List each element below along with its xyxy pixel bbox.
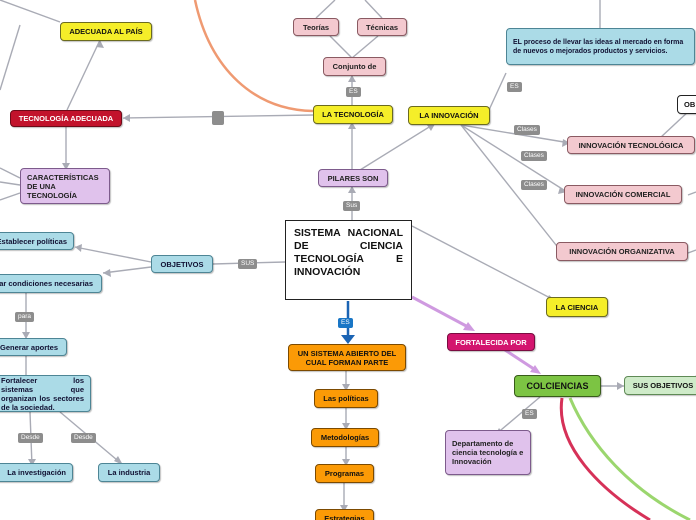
node-estrategias[interactable]: Estrategias xyxy=(315,509,374,520)
node-programas[interactable]: Programas xyxy=(315,464,374,483)
node-teorias[interactable]: Teorías xyxy=(293,18,339,36)
connector-label-clases-tecnologica: Clases xyxy=(514,125,540,135)
node-tecnicas[interactable]: Técnicas xyxy=(357,18,407,36)
node-conjunto-de[interactable]: Conjunto de xyxy=(323,57,386,76)
connector-label-empty xyxy=(212,111,224,125)
central-topic[interactable]: SISTEMA NACIONAL DE CIENCIA TECNOLOGÍA E… xyxy=(285,220,412,300)
node-innovacion-organizativa[interactable]: INNOVACIÓN ORGANIZATIVA xyxy=(556,242,688,261)
node-colciencias[interactable]: COLCIENCIAS xyxy=(514,375,601,397)
node-fortalecer-sistemas[interactable]: Fortalecer los sistemas que organizan lo… xyxy=(0,375,91,412)
node-ob[interactable]: OB xyxy=(677,95,696,114)
connector-label-desde-industria: Desde xyxy=(71,433,96,443)
connector-label-es-central: ES xyxy=(338,318,353,328)
node-la-investigacion[interactable]: La investigación xyxy=(0,463,73,482)
connector-label-es-innovacion: ES xyxy=(507,82,522,92)
node-departamento[interactable]: Departamento de ciencia tecnología e Inn… xyxy=(445,430,531,475)
connector-label-clases-organizativa: Clases xyxy=(521,180,547,190)
node-las-politicas[interactable]: Las políticas xyxy=(314,389,378,408)
node-la-tecnologia[interactable]: LA TECNOLOGÍA xyxy=(313,105,393,124)
node-proceso-innovacion[interactable]: EL proceso de llevar las ideas al mercad… xyxy=(506,28,695,65)
node-establecer-politicas[interactable]: Establecer políticas xyxy=(0,232,74,250)
connector-label-sus-pilares: Sus xyxy=(343,201,361,211)
node-la-industria[interactable]: La industria xyxy=(98,463,160,482)
node-metodologias[interactable]: Metodologías xyxy=(311,428,379,447)
node-innovacion-comercial[interactable]: INNOVACIÓN COMERCIAL xyxy=(564,185,682,204)
node-caracteristicas[interactable]: CARACTERÍSTICAS DE UNA TECNOLOGÍA xyxy=(20,168,110,204)
node-crear-condiciones[interactable]: Crear condiciones necesarias xyxy=(0,274,102,293)
connector-label-desde-investigacion: Desde xyxy=(18,433,43,443)
node-la-ciencia[interactable]: LA CIENCIA xyxy=(546,297,608,317)
connector-label-sus-objetivos: SUS xyxy=(238,259,258,269)
connector-label-es-colciencias: ES xyxy=(522,409,537,419)
connector-label-para: para xyxy=(15,312,35,322)
node-pilares-son[interactable]: PILARES SON xyxy=(318,169,388,187)
node-adecuada-al-pais[interactable]: ADECUADA AL PAÍS xyxy=(60,22,152,41)
node-objetivos[interactable]: OBJETIVOS xyxy=(151,255,213,273)
node-innovacion-tecnologica[interactable]: INNOVACIÓN TECNOLÓGICA xyxy=(567,136,695,154)
node-generar-aportes[interactable]: Generar aportes xyxy=(0,338,67,356)
connector-label-clases-comercial: Clases xyxy=(521,151,547,161)
node-la-innovacion[interactable]: LA INNOVACIÓN xyxy=(408,106,490,125)
node-sistema-abierto[interactable]: UN SISTEMA ABIERTO DEL CUAL FORMAN PARTE xyxy=(288,344,406,371)
node-tecnologia-adecuada[interactable]: TECNOLOGÍA ADECUADA xyxy=(10,110,122,127)
connector-label-es-tecnologia: ES xyxy=(346,87,361,97)
node-fortalecida-por[interactable]: FORTALECIDA POR xyxy=(447,333,535,351)
node-sus-objetivos[interactable]: SUS OBJETIVOS xyxy=(624,376,696,395)
